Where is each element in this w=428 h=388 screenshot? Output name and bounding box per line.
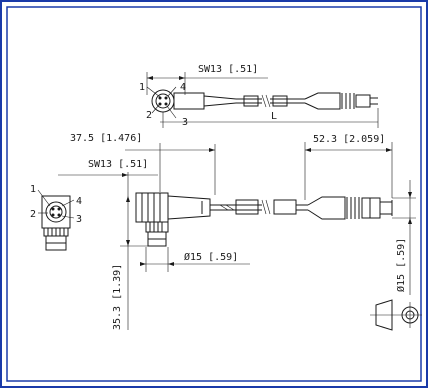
straight-length-label: 52.3 [2.059] (313, 134, 385, 145)
face-pin-3: 3 (76, 214, 82, 225)
height-label: 35.3 [1.39] (112, 264, 123, 330)
bottom-dia-label: Ø15 [.59] (184, 251, 238, 263)
top-pin-3: 3 (182, 117, 188, 128)
top-pin-2: 2 (146, 110, 152, 121)
inner-frame (6, 6, 422, 382)
top-length-label: L (271, 111, 277, 122)
top-sw-label: SW13 [.51] (198, 64, 258, 75)
face-pin-4: 4 (76, 196, 82, 207)
top-view-assembly: SW13 [.51] L 1 (139, 64, 379, 128)
side-sw-label: SW13 [.51] (88, 159, 148, 170)
top-pin-1: 1 (139, 82, 145, 93)
side-view-assembly: 37.5 [1.476] SW13 [.51] (58, 133, 416, 330)
right-dia-label: Ø15 [.59] (395, 238, 407, 292)
top-pin-4: 4 (180, 82, 186, 93)
offset-label: 37.5 [1.476] (70, 133, 142, 144)
projection-symbol (370, 299, 422, 331)
face-pin-2: 2 (30, 209, 36, 220)
face-pin-1: 1 (30, 184, 36, 195)
face-view: 1 4 2 3 (30, 184, 82, 251)
